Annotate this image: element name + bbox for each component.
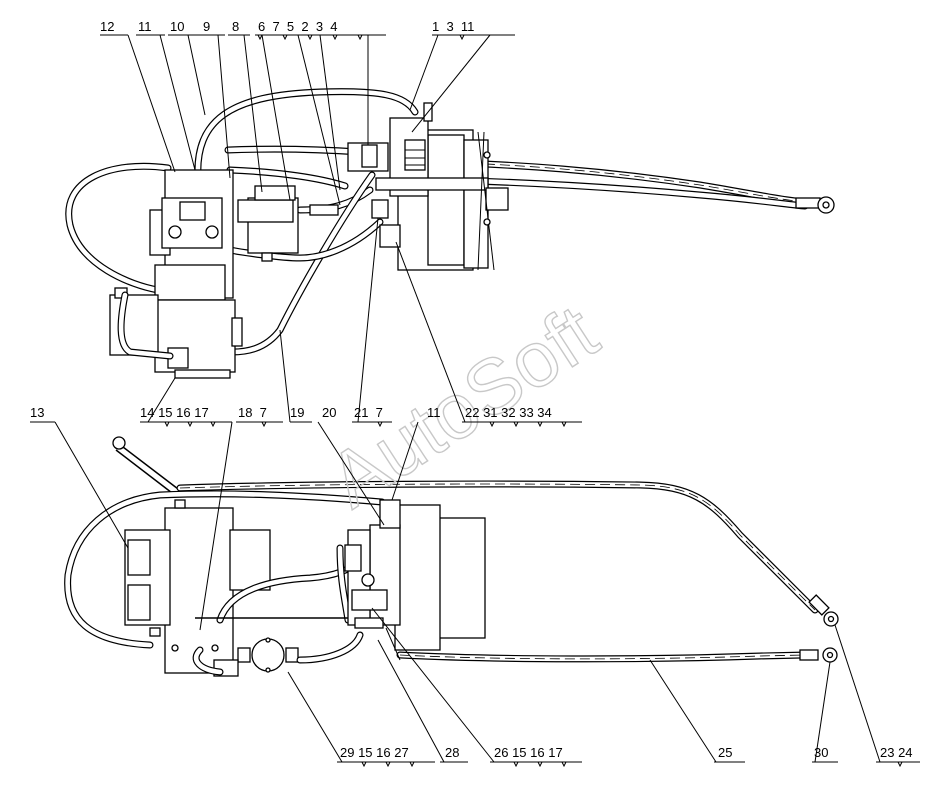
hose-top-arc — [194, 88, 419, 182]
callout-8: 8 — [232, 19, 239, 34]
callout-25: 25 — [718, 745, 732, 760]
callout-ticks — [164, 34, 903, 768]
bottom-assembly-view — [64, 436, 839, 677]
motor-housing-top — [109, 287, 243, 379]
lever-handle — [112, 436, 183, 497]
hose-right-long-top — [436, 158, 824, 207]
compressor-body-bottom — [124, 499, 271, 674]
solenoid-valve — [237, 185, 339, 262]
callout-26-15-16-17: 26 15 16 17 — [494, 745, 563, 760]
callout-labels: 12 11 10 9 8 6 7 5 2 3 4 1 3 11 14 15 16… — [30, 19, 913, 760]
callout-6-7-5-2-3-4: 6 7 5 2 3 4 — [258, 19, 338, 34]
callout-23-24: 23 24 — [880, 745, 913, 760]
end-fitting-top — [795, 196, 835, 214]
end-fitting-23-24 — [808, 594, 839, 627]
callout-18-7: 18 7 — [238, 405, 267, 420]
callout-19: 19 — [290, 405, 304, 420]
top-assembly-view — [65, 88, 835, 379]
pressure-switch — [213, 637, 299, 677]
hose-outer-loop — [64, 490, 386, 649]
callout-28: 28 — [445, 745, 459, 760]
callout-14-15-16-17: 14 15 16 17 — [140, 405, 209, 420]
callout-9: 9 — [203, 19, 210, 34]
leaders-top — [100, 34, 582, 423]
hose-right-long-top-2 — [436, 176, 809, 210]
callout-11-top-left: 11 — [138, 19, 152, 34]
leaders-bottom — [30, 421, 920, 763]
callout-13: 13 — [30, 405, 44, 420]
compressor-block — [149, 169, 234, 301]
callout-22-31-32-33-34: 22 31 32 33 34 — [465, 405, 552, 420]
hose-25 — [396, 651, 809, 663]
hose-19 — [226, 171, 384, 356]
callout-11-mid: 11 — [427, 405, 441, 420]
callout-1-3-11: 1 3 11 — [432, 19, 474, 34]
brake-chamber-bottom — [344, 499, 486, 661]
callout-30: 30 — [814, 745, 828, 760]
callout-10: 10 — [170, 19, 184, 34]
callout-29-15-16-27: 29 15 16 27 — [340, 745, 409, 760]
brake-chamber-top — [347, 102, 509, 271]
callout-12: 12 — [100, 19, 114, 34]
hose-loop-left-top — [65, 162, 172, 294]
callout-21-7: 21 7 — [354, 405, 383, 420]
callout-20: 20 — [322, 405, 336, 420]
hose-long-right-bottom — [176, 480, 819, 614]
end-fitting-30 — [799, 647, 838, 663]
